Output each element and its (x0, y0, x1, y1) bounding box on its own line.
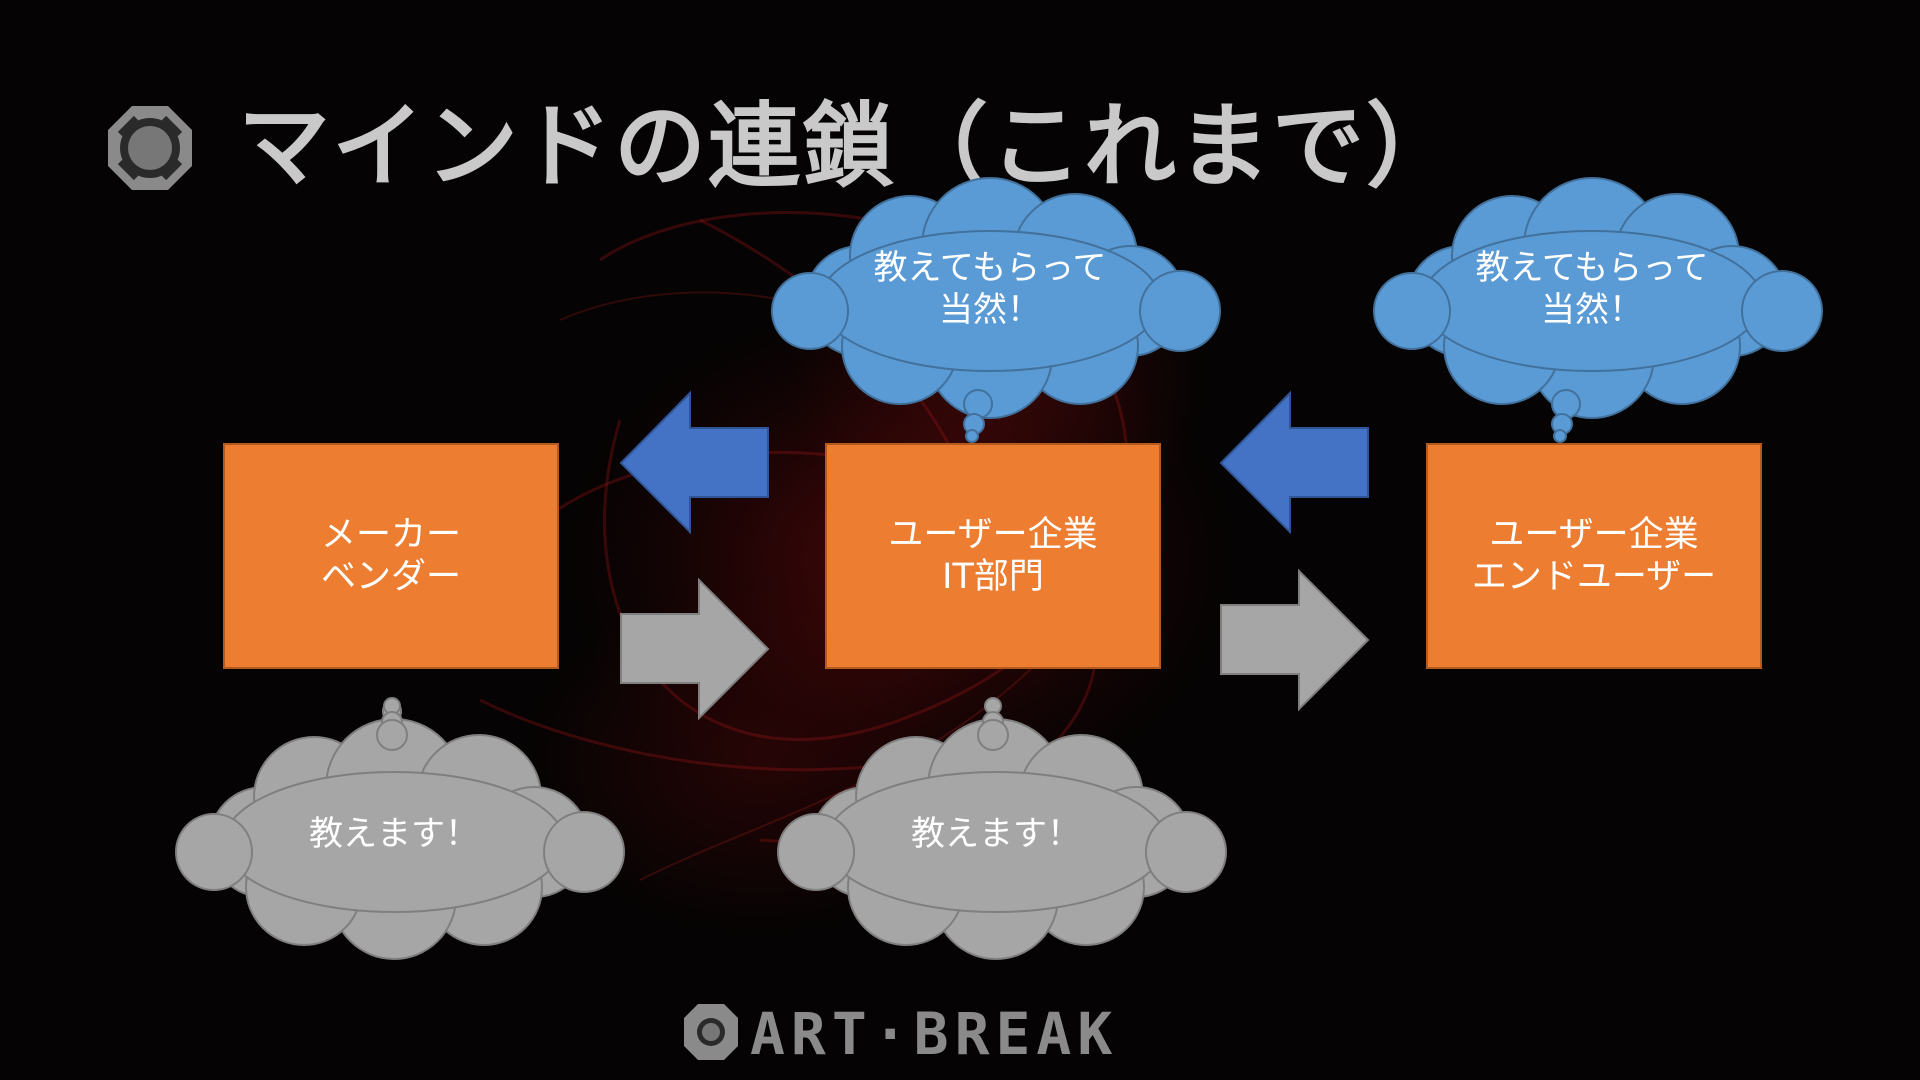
cloud-line1: 教えてもらって (873, 248, 1107, 288)
box-line1: メーカー (320, 515, 461, 555)
cloud-line1: 教えてもらって (1475, 248, 1709, 288)
arrow-right-2 (1220, 568, 1370, 712)
arrow-left-1 (619, 390, 769, 535)
box-user-it-dept: ユーザー企業 IT部門 (825, 443, 1161, 669)
gear-logo-icon (108, 106, 192, 190)
page-title: マインドの連鎖（これまで） (238, 93, 1461, 200)
bubble-dot (376, 719, 408, 751)
thought-cloud-top-1 (771, 177, 1221, 443)
bubble-dot (977, 719, 1009, 751)
arrow-left-2 (1219, 390, 1369, 535)
thought-cloud-top-2 (1373, 177, 1823, 443)
box-line2: ベンダー (320, 557, 461, 597)
logo-text: ART·BREAK (750, 1000, 1118, 1064)
cloud-line: 教えます！ (911, 814, 1081, 854)
cloud-top-2-text: 教えてもらって 当然！ (1442, 247, 1742, 331)
box-line2: IT部門 (942, 557, 1044, 597)
cloud-bottom-2-text: 教えます！ (846, 813, 1146, 855)
logo-emblem-icon (684, 1004, 738, 1060)
cloud-line2: 当然！ (939, 290, 1041, 330)
box-user-end-user: ユーザー企業 エンドユーザー (1426, 443, 1762, 669)
art-break-logo: ART·BREAK (684, 1000, 1118, 1064)
cloud-bottom-1-text: 教えます！ (244, 813, 544, 855)
box-line1: ユーザー企業 (888, 515, 1098, 555)
box-line1: ユーザー企業 (1489, 515, 1699, 555)
cloud-line: 教えます！ (309, 814, 479, 854)
cloud-top-1-text: 教えてもらって 当然！ (840, 247, 1140, 331)
box-line2: エンドユーザー (1471, 557, 1717, 597)
arrow-right-1 (620, 577, 770, 721)
box-maker-vendor: メーカー ベンダー (223, 443, 559, 669)
cloud-line2: 当然！ (1541, 290, 1643, 330)
